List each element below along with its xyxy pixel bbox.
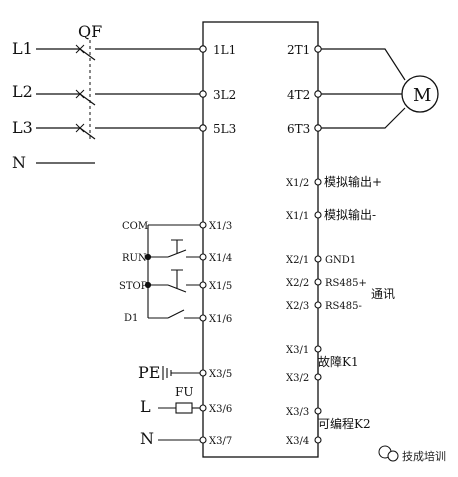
label-l3: L3: [12, 118, 33, 137]
motor-icon: [401, 75, 439, 113]
label-x1-2: X1/2: [286, 178, 309, 189]
terminal-x3-2: [314, 373, 322, 381]
label-rs485-neg: RS485-: [325, 301, 362, 312]
terminal-4t2: [314, 90, 322, 98]
terminal-x1-6: [199, 314, 207, 322]
label-2t1: 2T1: [287, 43, 310, 57]
label-gnd1: GND1: [325, 255, 356, 266]
terminal-3l2: [199, 90, 207, 98]
label-x2-3: X2/3: [286, 301, 309, 312]
label-n-supply: N: [12, 153, 26, 172]
ground-icon: [162, 366, 172, 380]
watermark-text: 技成培训: [402, 449, 446, 463]
label-x3-7: X3/7: [209, 436, 232, 447]
terminal-x2-2: [314, 278, 322, 286]
label-n-control: N: [140, 429, 154, 448]
label-com: COM: [122, 221, 148, 232]
breaker-x-l1: [75, 44, 85, 54]
label-l-control: L: [140, 397, 151, 416]
terminal-2t1: [314, 45, 322, 53]
label-x3-1: X3/1: [286, 345, 309, 356]
terminal-x1-1: [314, 211, 322, 219]
label-6t3: 6T3: [287, 122, 310, 136]
label-stop: STOP: [119, 281, 148, 292]
label-x3-3: X3/3: [286, 407, 309, 418]
label-5l3: 5L3: [213, 122, 236, 136]
terminal-x3-6: [199, 404, 207, 412]
breaker-x-l2: [75, 89, 85, 99]
label-analog-neg: 模拟输出-: [324, 207, 376, 222]
label-x3-6: X3/6: [209, 404, 232, 415]
wire-motor-u: [321, 48, 406, 81]
label-x1-5: X1/5: [209, 281, 232, 292]
label-qf: QF: [78, 22, 102, 41]
terminal-x2-1: [314, 255, 322, 263]
terminal-x2-3: [314, 301, 322, 309]
terminal-1l1: [199, 45, 207, 53]
terminal-x3-1: [314, 345, 322, 353]
label-1l1: 1L1: [213, 43, 236, 57]
label-l2: L2: [12, 82, 33, 101]
watermark: 技成培训: [378, 445, 446, 463]
label-run: RUN: [122, 253, 147, 264]
stop-pushbutton: [167, 269, 187, 293]
label-x1-6: X1/6: [209, 314, 232, 325]
terminal-5l3: [199, 124, 207, 132]
label-prog: 可编程K2: [318, 416, 371, 431]
label-rs485-pos: RS485+: [325, 278, 367, 289]
terminal-x1-4: [199, 253, 207, 261]
terminal-x1-3: [199, 221, 207, 229]
node-run: [144, 253, 152, 261]
terminal-x1-2: [314, 178, 322, 186]
terminal-6t3: [314, 124, 322, 132]
label-d1: D1: [124, 313, 138, 324]
terminal-x3-7: [199, 436, 207, 444]
d1-switch: [167, 309, 185, 319]
terminal-x1-5: [199, 281, 207, 289]
terminal-x3-5: [199, 369, 207, 377]
node-stop: [144, 281, 152, 289]
label-x1-3: X1/3: [209, 221, 232, 232]
wire-motor-w: [321, 107, 406, 129]
label-fu: FU: [175, 385, 193, 399]
label-analog-pos: 模拟输出+: [324, 174, 382, 189]
label-fault: 故障K1: [318, 354, 359, 369]
fuse-icon: [175, 402, 193, 414]
label-x1-1: X1/1: [286, 211, 309, 222]
label-x3-4: X3/4: [286, 436, 309, 447]
label-4t2: 4T2: [287, 88, 310, 102]
label-x2-1: X2/1: [286, 255, 309, 266]
terminal-x3-4: [314, 436, 322, 444]
label-x3-5: X3/5: [209, 369, 232, 380]
label-x3-2: X3/2: [286, 373, 309, 384]
label-x2-2: X2/2: [286, 278, 309, 289]
label-3l2: 3L2: [213, 88, 236, 102]
label-pe: PE: [138, 363, 160, 382]
label-l1: L1: [12, 39, 33, 58]
terminal-x3-3: [314, 407, 322, 415]
label-x1-4: X1/4: [209, 253, 232, 264]
breaker-x-l3: [75, 123, 85, 133]
motor-label: M: [413, 85, 431, 106]
soft-starter-box: [202, 21, 319, 458]
label-comm: 通讯: [371, 287, 395, 301]
run-pushbutton: [167, 239, 187, 258]
